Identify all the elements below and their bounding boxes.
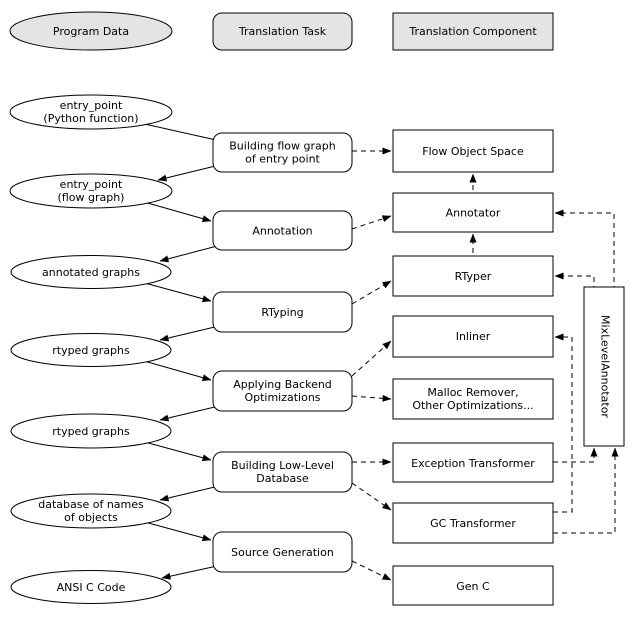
component-inliner-shape xyxy=(392,315,554,358)
edge-source-gen-to-gen-c xyxy=(351,560,392,581)
component-gc-transformer-shape xyxy=(392,502,554,544)
svg-text:Annotation: Annotation xyxy=(252,225,312,238)
svg-text:Building Low-Level: Building Low-Level xyxy=(231,459,334,472)
svg-text:Building flow graph: Building flow graph xyxy=(229,140,335,153)
task-rtyping-shape xyxy=(212,291,353,333)
edge-backend-opt-to-malloc-remover xyxy=(351,394,392,402)
svg-text:MixLevelAnnotator: MixLevelAnnotator xyxy=(599,315,612,418)
node-rtyped-graphs-2-shape xyxy=(10,413,172,449)
legend-translation-component-shape xyxy=(392,12,554,51)
legend-translation-task: Translation Task xyxy=(212,12,353,51)
task-lowlevel-database: Building Low-Level Database xyxy=(212,451,353,493)
edge-lowlevel-db-to-gc-transformer xyxy=(351,482,392,511)
svg-text:annotated graphs: annotated graphs xyxy=(42,266,140,279)
svg-text:Applying Backend: Applying Backend xyxy=(233,378,332,391)
edge-annotation-to-annotator xyxy=(351,215,392,230)
task-backend-optimizations: Applying Backend Optimizations xyxy=(212,370,353,412)
component-exception-transformer-shape xyxy=(392,442,554,483)
node-ansi-c-code: ANSI C Code xyxy=(10,570,172,604)
component-inliner: Inliner xyxy=(392,315,554,358)
edge-gc-transformer-to-inliner xyxy=(553,333,573,513)
svg-text:RTyper: RTyper xyxy=(455,270,492,283)
component-nodes: Flow Object Space Annotator RTyper Inlin… xyxy=(392,129,625,606)
svg-text:Flow Object Space: Flow Object Space xyxy=(422,145,524,158)
svg-text:ANSI C Code: ANSI C Code xyxy=(57,581,126,594)
component-gc-transformer: GC Transformer xyxy=(392,502,554,544)
node-rtyped-graphs-1-shape xyxy=(10,333,172,367)
component-exception-transformer: Exception Transformer xyxy=(392,442,554,483)
task-build-flowgraph: Building flow graph of entry point xyxy=(212,132,353,173)
node-rtyped-graphs-2: rtyped graphs xyxy=(10,413,172,449)
svg-text:Malloc Remover,: Malloc Remover, xyxy=(427,386,518,399)
node-database-of-names: database of names of objects xyxy=(10,493,172,529)
data-nodes: entry_point (Python function) entry_poin… xyxy=(9,94,173,604)
legend: Program Data Translation Task Translatio… xyxy=(9,11,554,51)
component-mixlevel-annotator-shape xyxy=(583,286,625,447)
edge-exception-transformer-to-mixlevel xyxy=(553,447,598,463)
node-rtyped-graphs-1: rtyped graphs xyxy=(10,333,172,367)
task-lowlevel-database-shape xyxy=(212,451,353,493)
edge-mixlevel-to-rtyper xyxy=(554,272,595,300)
edge-rtyping-to-rtyper xyxy=(351,280,392,305)
task-source-generation: Source Generation xyxy=(212,531,353,573)
task-backend-optimizations-shape xyxy=(212,370,353,412)
node-database-of-names-shape xyxy=(10,493,172,529)
svg-text:entry_point: entry_point xyxy=(60,178,123,191)
component-gen-c-shape xyxy=(392,565,554,606)
component-annotator-shape xyxy=(392,192,554,233)
svg-text:(Python function): (Python function) xyxy=(43,112,138,125)
legend-translation-component-label: Translation Component xyxy=(408,25,537,38)
node-annotated-graphs: annotated graphs xyxy=(10,255,172,289)
component-flow-object-space-shape xyxy=(392,129,554,173)
svg-text:Other Optimizations...: Other Optimizations... xyxy=(412,399,533,412)
task-source-generation-shape xyxy=(212,531,353,573)
component-gen-c: Gen C xyxy=(392,565,554,606)
component-rtyper-shape xyxy=(392,255,554,297)
svg-text:Optimizations: Optimizations xyxy=(244,391,320,404)
node-entry-point-python-shape xyxy=(9,94,173,130)
component-flow-object-space: Flow Object Space xyxy=(392,129,554,173)
edge-gc-transformer-to-mixlevel xyxy=(553,447,619,534)
task-build-flowgraph-shape xyxy=(212,132,353,173)
svg-text:Exception Transformer: Exception Transformer xyxy=(411,457,535,470)
edge-backend-opt-to-inliner xyxy=(351,340,392,377)
node-entry-point-flowgraph: entry_point (flow graph) xyxy=(9,173,173,209)
component-malloc-remover-shape xyxy=(392,378,554,420)
task-nodes: Building flow graph of entry point Annot… xyxy=(212,132,353,573)
node-annotated-graphs-shape xyxy=(10,255,172,289)
svg-text:entry_point: entry_point xyxy=(60,99,123,112)
svg-text:database of names: database of names xyxy=(38,498,144,511)
svg-text:GC Transformer: GC Transformer xyxy=(430,517,516,530)
svg-text:of entry point: of entry point xyxy=(245,153,320,166)
svg-text:Inliner: Inliner xyxy=(456,330,491,343)
task-annotation: Annotation xyxy=(212,210,353,251)
legend-program-data: Program Data xyxy=(9,11,173,51)
task-annotation-shape xyxy=(212,210,353,251)
edge-mixlevel-to-annotator xyxy=(554,209,615,300)
legend-translation-task-label: Translation Task xyxy=(238,25,327,38)
node-entry-point-python: entry_point (Python function) xyxy=(9,94,173,130)
component-annotator: Annotator xyxy=(392,192,554,233)
node-entry-point-flowgraph-shape xyxy=(9,173,173,209)
task-rtyping: RTyping xyxy=(212,291,353,333)
node-ansi-c-code-shape xyxy=(10,570,172,604)
svg-text:Annotator: Annotator xyxy=(446,207,501,220)
svg-text:rtyped graphs: rtyped graphs xyxy=(52,344,130,357)
legend-program-data-shape xyxy=(9,11,173,51)
component-malloc-remover: Malloc Remover, Other Optimizations... xyxy=(392,378,554,420)
component-rtyper: RTyper xyxy=(392,255,554,297)
svg-text:of objects: of objects xyxy=(64,511,118,524)
svg-text:Source Generation: Source Generation xyxy=(231,546,334,559)
svg-text:rtyped graphs: rtyped graphs xyxy=(52,425,130,438)
legend-translation-component: Translation Component xyxy=(392,12,554,51)
svg-text:RTyping: RTyping xyxy=(261,306,303,319)
legend-program-data-label: Program Data xyxy=(53,25,129,38)
svg-text:Gen C: Gen C xyxy=(456,580,490,593)
component-mixlevel-annotator: MixLevelAnnotator xyxy=(583,286,625,447)
legend-translation-task-shape xyxy=(212,12,353,51)
svg-text:(flow graph): (flow graph) xyxy=(58,191,125,204)
svg-text:Database: Database xyxy=(256,472,309,485)
